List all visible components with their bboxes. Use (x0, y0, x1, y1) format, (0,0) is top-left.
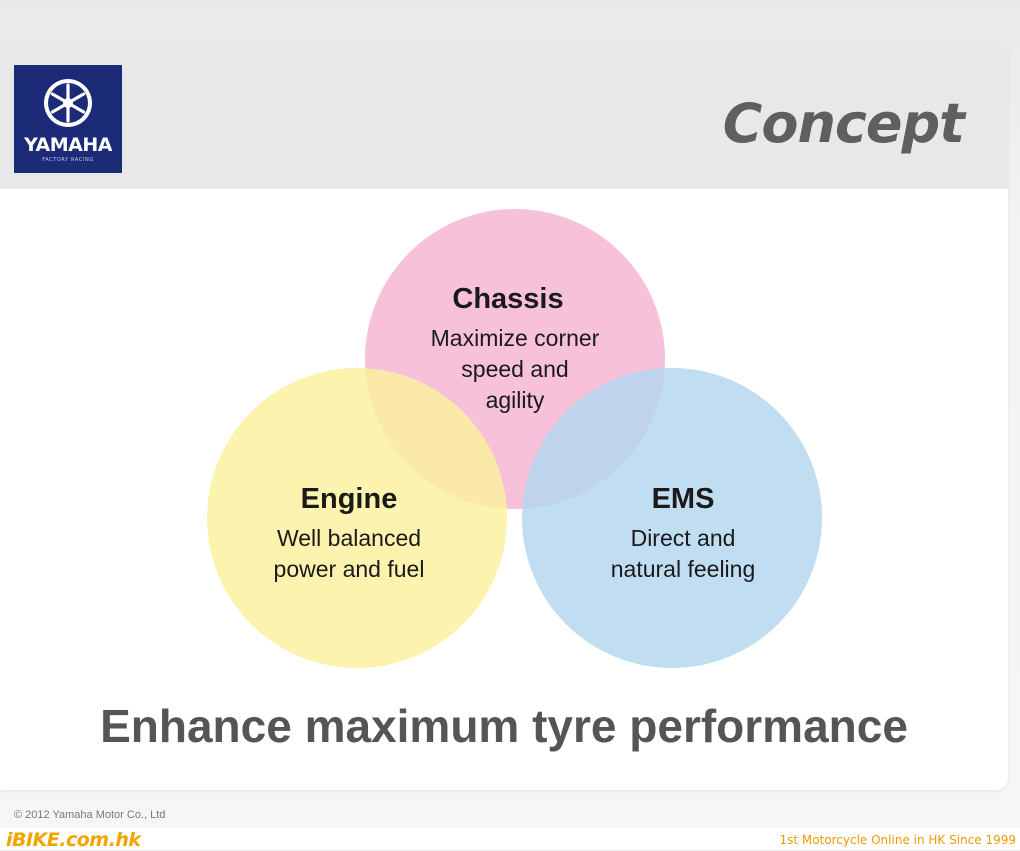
chassis-line-3: agility (486, 387, 545, 413)
ems-line-1: Direct and (631, 525, 736, 551)
chassis-line-2: speed and (461, 356, 568, 382)
chassis-title: Chassis (452, 283, 563, 315)
circle-engine (207, 368, 507, 668)
ems-title: EMS (652, 483, 715, 515)
site-logo[interactable]: iBIKE.com.hk (6, 829, 141, 851)
page-title: Concept (722, 92, 965, 155)
engine-line-2: power and fuel (274, 556, 425, 582)
site-tagline: 1st Motorcycle Online in HK Since 1999 (779, 833, 1016, 847)
slide: YAMAHA FACTORY RACING Concept Chassis Ma… (0, 42, 1008, 790)
logo-subtext: FACTORY RACING (42, 157, 94, 163)
header-band: YAMAHA FACTORY RACING Concept (0, 42, 1008, 189)
tagline: Enhance maximum tyre performance (100, 700, 908, 752)
tuning-fork-emblem-icon (44, 79, 92, 127)
venn-diagram: Chassis Maximize corner speed and agilit… (207, 209, 822, 668)
footer-bar: iBIKE.com.hk 1st Motorcycle Online in HK… (0, 828, 1020, 851)
chassis-line-1: Maximize corner (431, 325, 600, 351)
circle-ems (522, 368, 822, 668)
engine-title: Engine (301, 483, 398, 515)
engine-line-1: Well balanced (277, 525, 421, 551)
logo-wordmark: YAMAHA (24, 134, 112, 156)
ems-line-2: natural feeling (611, 556, 756, 582)
yamaha-logo: YAMAHA FACTORY RACING (14, 65, 122, 173)
copyright: © 2012 Yamaha Motor Co., Ltd (14, 809, 166, 821)
